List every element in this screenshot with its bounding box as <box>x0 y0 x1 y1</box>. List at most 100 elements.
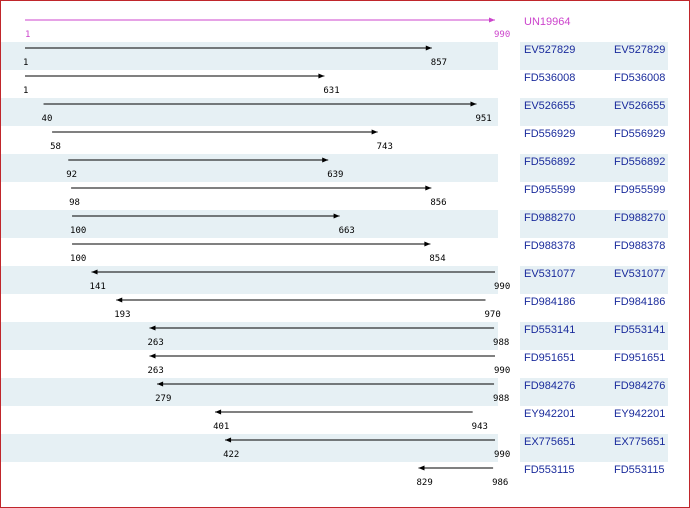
alignment-accession-link[interactable]: EX775651 <box>614 436 666 448</box>
alignment-arrow-head <box>149 353 156 359</box>
alignment-arrow-head <box>425 185 432 191</box>
alignment-end: 988 <box>493 394 510 404</box>
alignment-id-link[interactable]: FD951651 <box>524 352 576 364</box>
alignment-end: 951 <box>475 114 492 124</box>
alignment-accession-link[interactable]: FD553115 <box>614 464 665 476</box>
alignment-start: 98 <box>69 198 80 208</box>
alignment-end: 943 <box>471 422 488 432</box>
alignment-end: 986 <box>492 478 509 488</box>
alignment-end: 639 <box>327 170 344 180</box>
alignment-start: 40 <box>41 114 53 124</box>
alignment-id-link[interactable]: FD553141 <box>524 324 576 336</box>
alignment-id-link[interactable]: FD536008 <box>524 72 576 84</box>
reference-end: 990 <box>494 30 511 40</box>
reference-start: 1 <box>25 30 31 40</box>
alignment-start: 100 <box>70 226 87 236</box>
alignment-start: 193 <box>114 310 131 320</box>
alignment-accession-link[interactable]: FD553141 <box>614 324 666 336</box>
row-stripe-left <box>1 266 498 294</box>
alignment-start: 1 <box>23 86 29 96</box>
row-stripe-left <box>1 210 498 238</box>
alignment-accession-link[interactable]: FD988378 <box>614 240 666 252</box>
alignment-end: 990 <box>494 450 511 460</box>
alignment-arrow-head <box>116 297 123 303</box>
alignment-start: 263 <box>147 338 164 348</box>
alignment-arrow-head <box>318 73 325 79</box>
alignment-id-link[interactable]: EV526655 <box>524 100 576 112</box>
alignment-id-link[interactable]: FD553115 <box>524 464 575 476</box>
alignment-end: 743 <box>376 142 393 152</box>
alignment-start: 422 <box>223 450 240 460</box>
row-stripe-right <box>520 210 668 238</box>
alignment-id-link[interactable]: FD988378 <box>524 240 576 252</box>
alignment-end: 663 <box>338 226 355 236</box>
alignment-arrow-head <box>215 409 222 415</box>
alignment-accession-link[interactable]: FD556892 <box>614 156 666 168</box>
row-stripe-right <box>520 322 668 350</box>
reference-arrow-head <box>489 17 495 23</box>
reference-link[interactable]: UN19964 <box>524 16 571 28</box>
alignment-accession-link[interactable]: EV531077 <box>614 268 666 280</box>
row-stripe-left <box>1 378 498 406</box>
alignment-arrow-head <box>470 101 477 107</box>
alignment-id-link[interactable]: FD556892 <box>524 156 576 168</box>
alignment-arrow-head <box>418 465 425 471</box>
alignment-id-link[interactable]: FD984186 <box>524 296 576 308</box>
alignment-end: 990 <box>494 366 511 376</box>
alignment-accession-link[interactable]: FD536008 <box>614 72 666 84</box>
row-stripe-left <box>1 154 498 182</box>
alignment-arrow-head <box>371 129 378 135</box>
alignment-start: 100 <box>70 254 87 264</box>
alignment-start: 279 <box>155 394 172 404</box>
alignment-id-link[interactable]: FD984276 <box>524 380 576 392</box>
alignment-arrow-head <box>225 437 232 443</box>
alignment-id-link[interactable]: EX775651 <box>524 436 576 448</box>
alignment-accession-link[interactable]: FD984276 <box>614 380 666 392</box>
alignment-start: 401 <box>213 422 230 432</box>
alignment-id-link[interactable]: EV531077 <box>524 268 576 280</box>
alignment-start: 58 <box>50 142 61 152</box>
alignment-accession-link[interactable]: EY942201 <box>614 408 666 420</box>
row-stripe-right <box>520 434 668 462</box>
alignment-arrow-head <box>91 269 98 275</box>
row-stripe-left <box>1 42 498 70</box>
alignment-accession-link[interactable]: FD984186 <box>614 296 666 308</box>
alignment-accession-link[interactable]: FD951651 <box>614 352 666 364</box>
row-stripe-right <box>520 42 668 70</box>
row-stripe-left <box>1 98 498 126</box>
alignment-id-link[interactable]: EV527829 <box>524 44 576 56</box>
alignment-end: 988 <box>493 338 510 348</box>
row-stripe-right <box>520 98 668 126</box>
alignment-arrow-head <box>333 213 340 219</box>
alignment-arrow-head <box>322 157 329 163</box>
alignment-accession-link[interactable]: FD556929 <box>614 128 666 140</box>
alignment-end: 970 <box>484 310 501 320</box>
alignment-arrow-head <box>425 45 432 51</box>
alignment-end: 856 <box>430 198 447 208</box>
alignment-accession-link[interactable]: EV526655 <box>614 100 666 112</box>
alignment-start: 829 <box>416 478 433 488</box>
alignment-accession-link[interactable]: EV527829 <box>614 44 666 56</box>
alignment-end: 857 <box>430 58 448 68</box>
row-stripe-left <box>1 322 498 350</box>
row-stripe-right <box>520 266 668 294</box>
alignment-end: 854 <box>429 254 446 264</box>
alignment-arrow-head <box>157 381 164 387</box>
alignment-arrow-head <box>424 241 431 247</box>
alignment-end: 631 <box>323 86 340 96</box>
alignment-end: 990 <box>494 282 511 292</box>
alignment-arrow-head <box>149 325 156 331</box>
alignment-accession-link[interactable]: FD955599 <box>614 184 666 196</box>
row-stripe-right <box>520 154 668 182</box>
alignment-accession-link[interactable]: FD988270 <box>614 212 666 224</box>
alignment-id-link[interactable]: FD955599 <box>524 184 576 196</box>
alignment-start: 1 <box>23 58 29 68</box>
alignment-id-link[interactable]: EY942201 <box>524 408 576 420</box>
alignment-start: 263 <box>147 366 164 376</box>
row-stripe-right <box>520 378 668 406</box>
alignment-id-link[interactable]: FD556929 <box>524 128 576 140</box>
alignment-id-link[interactable]: FD988270 <box>524 212 576 224</box>
alignment-start: 141 <box>89 282 106 292</box>
row-stripe-left <box>1 434 498 462</box>
